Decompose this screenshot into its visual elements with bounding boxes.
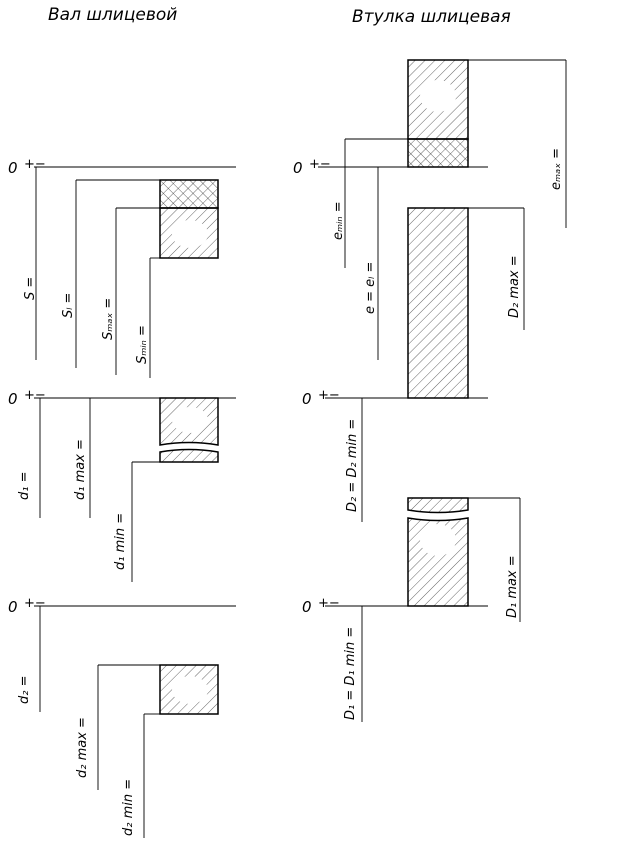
bushing-d2-group: 0 +− D₂ = D₂ min =: [302, 388, 488, 522]
zero-line-label: 0: [302, 598, 312, 616]
label-d2: d₂ =: [17, 676, 32, 705]
zero-line-label: 0: [8, 390, 18, 408]
highlight-blob: [172, 220, 208, 248]
label-s-min: Sₘᵢₙ =: [135, 325, 150, 364]
highlight-blob: [172, 676, 208, 704]
plus-minus-sign: +−: [24, 388, 46, 403]
label-d1-min: d₁ min =: [113, 513, 128, 570]
label-s-max: Sₘₐₓ =: [101, 298, 116, 340]
label-e-max: eₘₐₓ =: [549, 148, 564, 190]
label-s-e: Sₗ =: [61, 293, 76, 318]
label-d1-eq-d1min: D₁ = D₁ min =: [343, 627, 358, 720]
tolerance-field-hatched: [407, 497, 469, 514]
label-e-el: e = eₗ =: [363, 262, 378, 314]
zero-line-label: 0: [293, 159, 303, 177]
zero-line-label: 0: [302, 390, 312, 408]
shaft-s-group: 0 +− S = Sₗ = Sₘₐₓ = Sₘᵢₙ =: [8, 157, 236, 378]
label-d1-max: d₁ max =: [73, 439, 88, 500]
plus-minus-sign: +−: [309, 157, 331, 172]
label-d2-eq-d2min: D₂ = D₂ min =: [345, 419, 360, 512]
zero-line-label: 0: [8, 598, 18, 616]
label-d1: d₁ =: [17, 472, 32, 501]
label-d2-max: d₂ max =: [75, 717, 90, 778]
label-d2-min: d₂ min =: [121, 779, 136, 836]
highlight-blob: [420, 80, 456, 112]
highlight-blob: [420, 524, 456, 556]
highlight-blob: [172, 407, 208, 433]
bushing-d1-group: 0 +− D₁ = D₁ min = D₁ max =: [302, 497, 521, 722]
plus-minus-sign: +−: [24, 596, 46, 611]
tolerance-field-hatched: [159, 448, 219, 463]
label-d1-max-bushing: D₁ max =: [505, 555, 520, 618]
tolerance-field-crosshatched: [407, 138, 469, 168]
tolerance-field-crosshatched: [159, 179, 219, 209]
tolerance-field-hatched: [407, 207, 469, 399]
label-d2-max-bushing: D₂ max =: [507, 255, 522, 318]
plus-minus-sign: +−: [318, 388, 340, 403]
zero-line-label: 0: [8, 159, 18, 177]
title-bushing: Втулка шлицевая: [352, 7, 511, 27]
bushing-e-group: 0 +− eₘᵢₙ = e = eₗ = D₂ max = eₘₐₓ =: [293, 59, 567, 399]
shaft-d2-group: 0 +− d₂ = d₂ max = d₂ min =: [8, 596, 236, 838]
label-s: S =: [23, 277, 38, 300]
title-shaft: Вал шлицевой: [48, 5, 177, 25]
shaft-d1-group: 0 +− d₁ = d₁ max = d₁ min =: [8, 388, 236, 582]
label-e-min: eₘᵢₙ =: [331, 201, 346, 240]
plus-minus-sign: +−: [24, 157, 46, 172]
plus-minus-sign: +−: [318, 596, 340, 611]
